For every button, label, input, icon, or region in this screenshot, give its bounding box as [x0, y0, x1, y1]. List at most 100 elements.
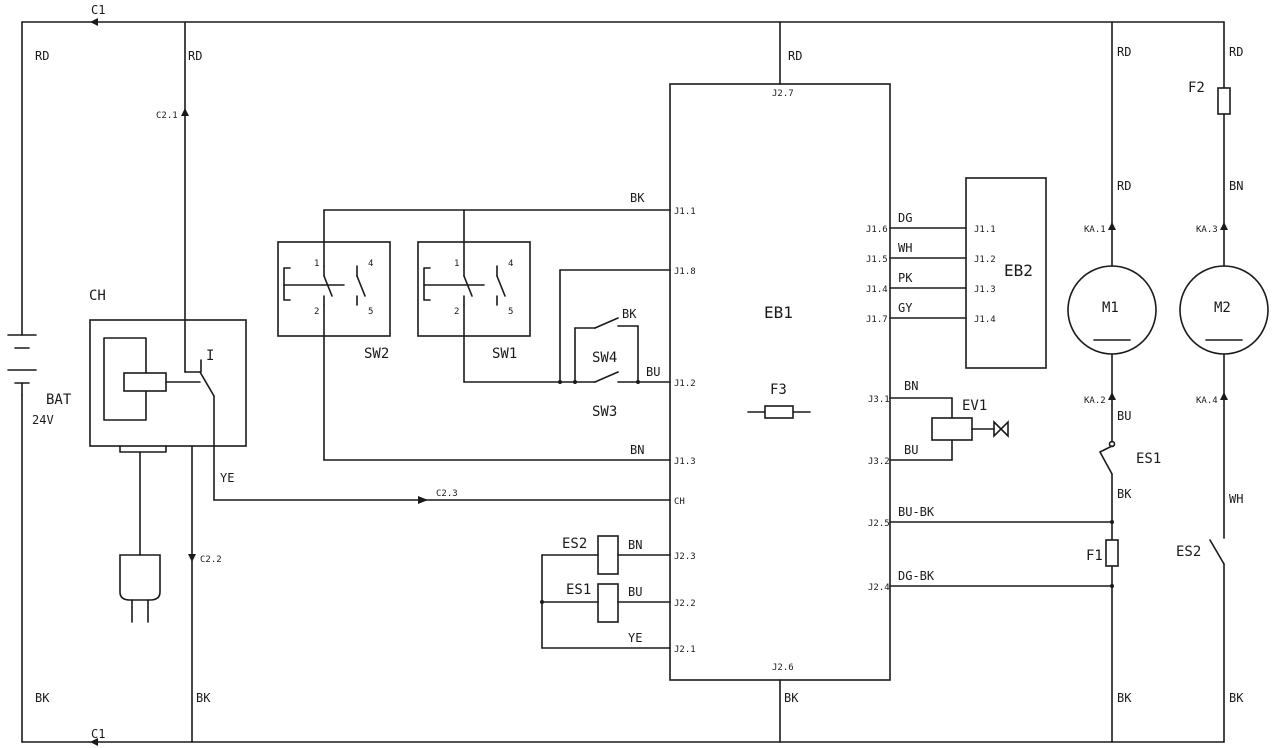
- c1-bottom-label: C1: [91, 727, 105, 741]
- wire-bk-j11: BK: [630, 191, 645, 205]
- wire-rd-ka1: RD: [1117, 179, 1131, 193]
- wire-rd-left: RD: [35, 49, 49, 63]
- f2-label: F2: [1188, 80, 1205, 96]
- es1-switch-label: ES1: [1136, 451, 1161, 467]
- wire-rd-c21: RD: [188, 49, 202, 63]
- pin-j18: J1.8: [674, 267, 696, 277]
- wire-bk-sw4: BK: [622, 307, 637, 321]
- sw2-pin2: 2: [314, 307, 319, 317]
- es1-label: ES1: [566, 582, 591, 598]
- sw3-label: SW3: [592, 404, 617, 420]
- wire-bk-m2: BK: [1229, 691, 1244, 705]
- wire-bk-left: BK: [35, 691, 50, 705]
- sw2-pin1: 1: [314, 259, 319, 269]
- es-sensors: [540, 535, 671, 649]
- wire-bu-j22: BU: [628, 585, 642, 599]
- wire-ye-ch: YE: [220, 471, 234, 485]
- eb2-pin-j13: J1.3: [974, 285, 996, 295]
- wire-bn-j13: BN: [630, 443, 644, 457]
- wire-bu-m1: BU: [1117, 409, 1131, 423]
- f1-label: F1: [1086, 548, 1103, 564]
- es2-label: ES2: [562, 536, 587, 552]
- sw1-pin4: 4: [508, 259, 513, 269]
- wire-rd-m1: RD: [1117, 45, 1131, 59]
- pin-j31: J3.1: [868, 395, 890, 405]
- m2-label: M2: [1214, 300, 1231, 316]
- c1-bottom-arrow: [90, 738, 98, 746]
- wire-bn-ka3: BN: [1229, 179, 1243, 193]
- pin-j22: J2.2: [674, 599, 696, 609]
- c22-arrow: [188, 554, 196, 562]
- c23-label: C2.3: [436, 489, 458, 499]
- c21-arrow: [181, 108, 189, 116]
- wire-bk-c22: BK: [196, 691, 211, 705]
- eb2-pin-j11: J1.1: [974, 225, 996, 235]
- sw4-sw3-switches: [558, 317, 671, 384]
- pin-j11: J1.1: [674, 207, 696, 217]
- wire-gy: GY: [898, 301, 913, 315]
- pin-j13: J1.3: [674, 457, 696, 467]
- valve-icon: [993, 420, 1009, 438]
- ev1-label: EV1: [962, 398, 987, 414]
- sw1-label: SW1: [492, 346, 517, 362]
- eb2-board: [965, 177, 1047, 369]
- sw4-label: SW4: [592, 350, 617, 366]
- bat-voltage: 24V: [32, 413, 54, 427]
- c1-top-arrow: [90, 18, 98, 26]
- sw2-pin4: 4: [368, 259, 373, 269]
- pin-j21: J2.1: [674, 645, 696, 655]
- wire-bn-j23: BN: [628, 538, 642, 552]
- sw2-pin5: 5: [368, 307, 373, 317]
- charger: [89, 319, 247, 623]
- pin-j16: J1.6: [866, 225, 888, 235]
- m2-branch: [1209, 21, 1231, 743]
- ev1-valve: [889, 397, 1009, 461]
- pin-j15: J1.5: [866, 255, 888, 265]
- es2-switch-label: ES2: [1176, 544, 1201, 560]
- wire-rd-m2: RD: [1229, 45, 1243, 59]
- m1-label: M1: [1102, 300, 1119, 316]
- wire-ye-j21: YE: [628, 631, 642, 645]
- ch-label: CH: [89, 288, 106, 304]
- wire-wh-m2: WH: [1229, 492, 1243, 506]
- plug-icon: [119, 554, 161, 601]
- eb2-pin-j12: J1.2: [974, 255, 996, 265]
- wire-bu-sw3: BU: [646, 365, 660, 379]
- pin-j14: J1.4: [866, 285, 888, 295]
- pin-j12: J1.2: [674, 379, 696, 389]
- wire-bu-ev1: BU: [904, 443, 918, 457]
- wire-dg: DG: [898, 211, 912, 225]
- ka3-label: KA.3: [1196, 225, 1218, 235]
- f3-label: F3: [770, 382, 787, 398]
- wire-bk-eb1: BK: [784, 691, 799, 705]
- m1-branch: [1099, 21, 1119, 743]
- ka1-label: KA.1: [1084, 225, 1106, 235]
- ka2-label: KA.2: [1084, 396, 1106, 406]
- pin-ch: CH: [674, 497, 685, 507]
- m1-motor: [1067, 265, 1157, 355]
- c22-label: C2.2: [200, 555, 222, 565]
- eb2-pin-j14: J1.4: [974, 315, 996, 325]
- eb2-label: EB2: [1004, 261, 1033, 280]
- wire-bn-ev1: BN: [904, 379, 918, 393]
- bat-label: BAT: [46, 392, 72, 408]
- sw1-pin1: 1: [454, 259, 459, 269]
- wire-rd-eb1: RD: [788, 49, 802, 63]
- pin-j23: J2.3: [674, 552, 696, 562]
- sw1-pin2: 2: [454, 307, 459, 317]
- wire-bk-m1: BK: [1117, 691, 1132, 705]
- pin-j27: J2.7: [772, 89, 794, 99]
- sw1-pin5: 5: [508, 307, 513, 317]
- eb1-label: EB1: [764, 303, 793, 322]
- c1-top-label: C1: [91, 3, 105, 17]
- sw2-label: SW2: [364, 346, 389, 362]
- wire-pk: PK: [898, 271, 913, 285]
- pin-j25: J2.5: [868, 519, 890, 529]
- pin-j26: J2.6: [772, 663, 794, 673]
- wire-dg-bk: DG-BK: [898, 569, 935, 583]
- pin-j32: J3.2: [868, 457, 890, 467]
- pin-j24: J2.4: [868, 583, 890, 593]
- c23-arrow: [418, 496, 428, 504]
- c21-label: C2.1: [156, 111, 178, 121]
- m2-motor: [1179, 265, 1269, 355]
